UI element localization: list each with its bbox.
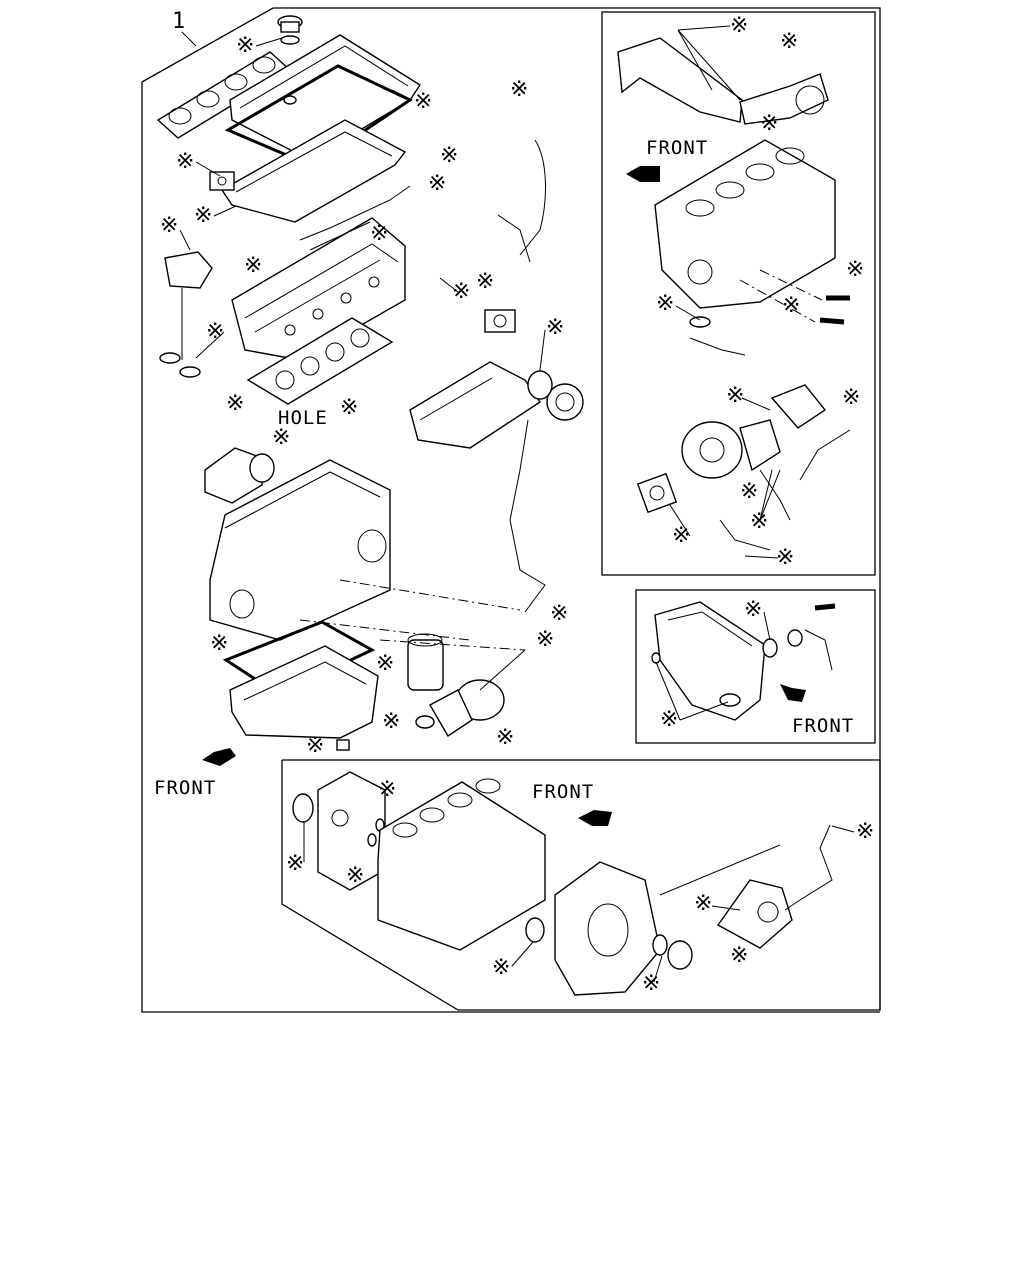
- asterisk-mark: ※: [414, 89, 432, 114]
- asterisk-mark: ※: [382, 709, 400, 734]
- asterisk-mark: ※: [740, 479, 758, 504]
- asterisk-mark: ※: [510, 77, 528, 102]
- asterisk-mark: ※: [370, 221, 388, 246]
- intake-manifold: [409, 361, 541, 449]
- asterisk-mark: ※: [536, 627, 554, 652]
- inset-leader-lines-1: [739, 269, 823, 323]
- asterisk-mark: ※: [492, 955, 510, 980]
- turbocharger: [681, 384, 827, 479]
- asterisk-mark: ※: [210, 631, 228, 656]
- throttle-body: [527, 370, 584, 421]
- injection-pump: [204, 447, 275, 504]
- asterisk-mark: ※: [378, 777, 396, 802]
- asterisk-mark: ※: [440, 143, 458, 168]
- asterisk-mark: ※: [244, 253, 262, 278]
- oil-pan: [229, 645, 379, 739]
- rear-cover-gasket: [652, 934, 693, 970]
- front-label-bottom: FRONT: [532, 781, 594, 803]
- asterisk-mark: ※: [780, 29, 798, 54]
- oil-level-gauge-pipe: [509, 419, 546, 613]
- oil-filler-cap: [277, 15, 303, 45]
- asterisk-mark: ※: [660, 707, 678, 732]
- asterisk-mark: ※: [376, 651, 394, 676]
- asterisk-mark: ※: [340, 395, 358, 420]
- asterisk-mark: ※: [272, 425, 290, 450]
- asterisk-mark: ※: [346, 863, 364, 888]
- asterisk-mark: ※: [730, 943, 748, 968]
- inset-block-bolts: [819, 295, 850, 325]
- turbo-flange-gasket: [636, 472, 678, 514]
- vacuum-pump-hose: [784, 824, 833, 911]
- sensor-bracket-left: [209, 171, 235, 191]
- oil-filter: [407, 633, 444, 691]
- asterisk-mark: ※: [782, 293, 800, 318]
- front-label-main: FRONT: [154, 777, 216, 799]
- fuel-leak-off-pipes: [299, 139, 546, 263]
- asterisk-mark: ※: [306, 733, 324, 758]
- asterisk-mark: ※: [856, 819, 874, 844]
- main-leader-lines: [181, 300, 526, 691]
- asterisk-mark: ※: [750, 509, 768, 534]
- bottom-cylinder-block: [377, 778, 546, 951]
- asterisk-mark: ※: [176, 149, 194, 174]
- asterisk-mark: ※: [194, 203, 212, 228]
- front-label-oil-cooler: FRONT: [792, 715, 854, 737]
- asterisk-mark: ※: [760, 111, 778, 136]
- oil-filter-adapter: [415, 679, 505, 737]
- asterisk-mark: ※: [846, 257, 864, 282]
- inset-cylinder-block: [654, 139, 836, 309]
- asterisk-mark: ※: [842, 385, 860, 410]
- asterisk-mark: ※: [428, 171, 446, 196]
- asterisk-mark: ※: [226, 391, 244, 416]
- cylinder-head-cover: [229, 34, 421, 161]
- asterisk-mark: ※: [160, 213, 178, 238]
- asterisk-mark: ※: [726, 383, 744, 408]
- cylinder-head-gasket: [246, 317, 394, 405]
- asterisk-mark: ※: [656, 291, 674, 316]
- inset-panel-turbo-block: [601, 11, 876, 576]
- bottom-leader-line: [659, 844, 781, 896]
- flywheel-housing: [554, 861, 661, 996]
- asterisk-mark: ※: [236, 33, 254, 58]
- inset-front-arrow-1: [626, 166, 660, 182]
- item-number: 1: [172, 9, 185, 34]
- upper-gasket-frame: [221, 119, 407, 223]
- front-label-top-right: FRONT: [646, 137, 708, 159]
- inset-panel-oil-cooler: [635, 589, 876, 744]
- hole-label: HOLE: [278, 407, 328, 429]
- asterisk-mark: ※: [776, 545, 794, 570]
- thermostat-housing: [159, 251, 213, 378]
- asterisk-mark: ※: [744, 597, 762, 622]
- asterisk-mark: ※: [546, 315, 564, 340]
- egr-cooler: [617, 37, 829, 125]
- asterisk-leader-lines: [179, 25, 855, 983]
- timing-gear-case: [292, 771, 386, 891]
- item-number-callout: 1: [172, 9, 197, 47]
- asterisk-mark: ※: [476, 269, 494, 294]
- asterisk-mark: ※: [286, 851, 304, 876]
- asterisk-marks: ※ ※ ※ ※ ※ ※ ※ ※ ※ ※ ※ ※ ※ ※ ※ ※ ※ ※ ※ ※ …: [160, 13, 874, 996]
- inset-water-pipe: [689, 316, 746, 356]
- asterisk-mark: ※: [730, 13, 748, 38]
- asterisk-mark: ※: [672, 523, 690, 548]
- turbo-oil-pipes: [719, 429, 851, 551]
- bottom-front-arrow: [578, 810, 612, 826]
- asterisk-mark: ※: [496, 725, 514, 750]
- asterisk-mark: ※: [550, 601, 568, 626]
- asterisk-mark: ※: [642, 971, 660, 996]
- asterisk-mark: ※: [694, 891, 712, 916]
- vacuum-pump: [716, 879, 793, 949]
- oil-pan-drain-plug: [336, 739, 350, 751]
- inset-front-arrow-2: [780, 684, 806, 702]
- asterisk-mark: ※: [452, 279, 470, 304]
- egr-valve: [484, 309, 516, 333]
- engine-block: [209, 459, 391, 641]
- asterisk-mark: ※: [206, 319, 224, 344]
- rear-oil-seal: [525, 917, 545, 943]
- main-frame: [141, 7, 881, 1013]
- main-front-arrow: [202, 748, 236, 766]
- oil-cooler-gasket: [654, 601, 766, 721]
